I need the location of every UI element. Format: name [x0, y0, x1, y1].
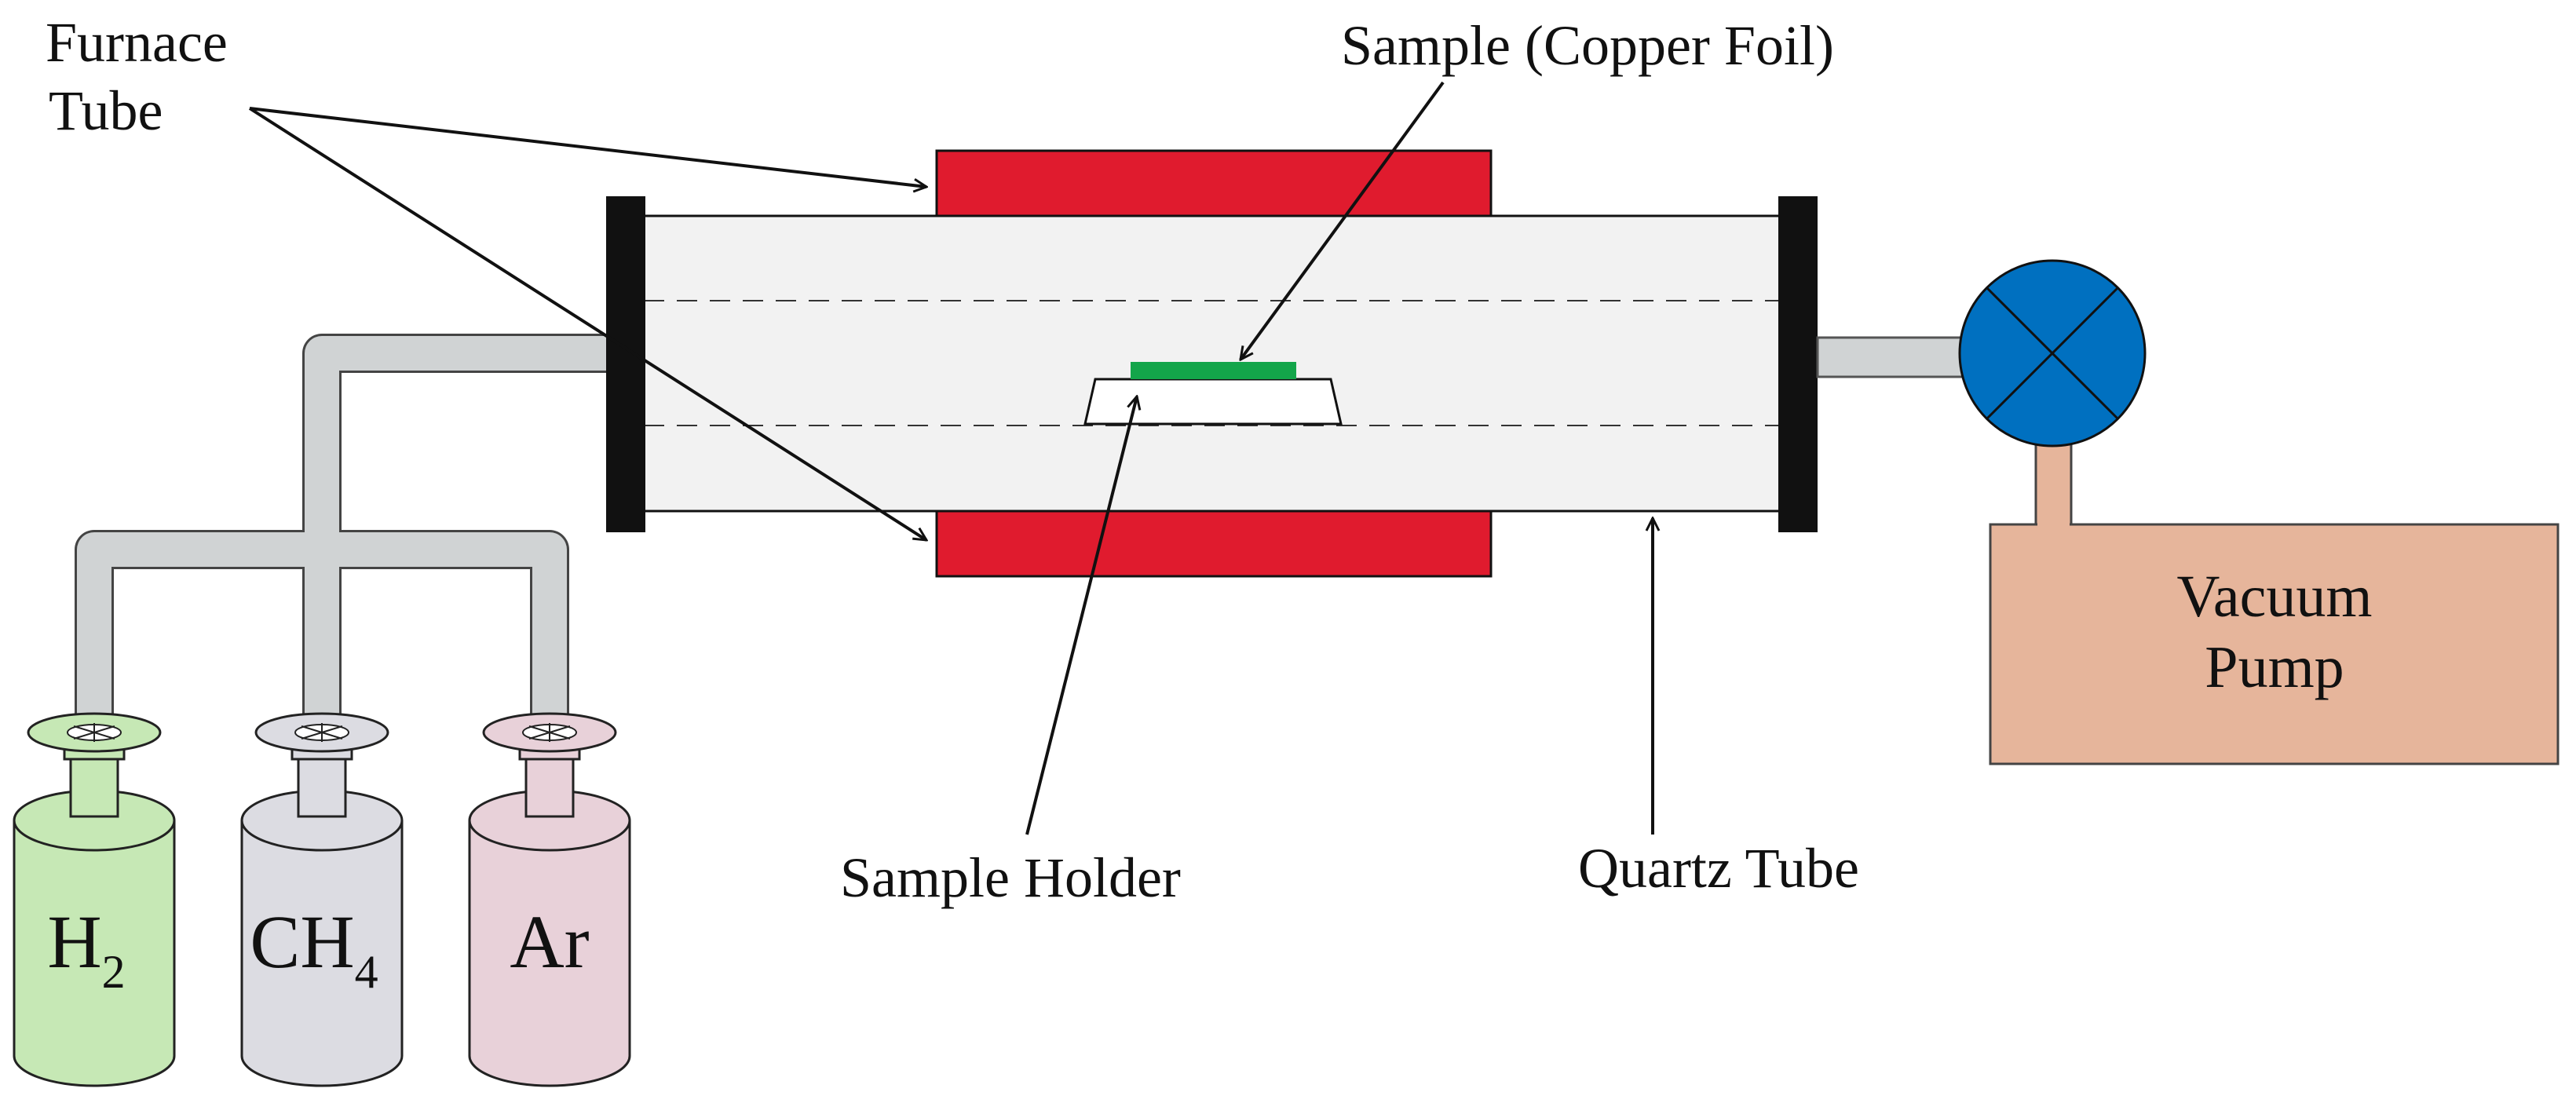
- gas-label: Ar: [510, 900, 589, 984]
- cylinder-fitting-star-icon: [528, 723, 571, 742]
- gas-symbol: CH: [250, 900, 354, 984]
- cylinder-top-edge: [13, 820, 176, 852]
- tube-end-cap-left: [606, 196, 645, 532]
- tube-end-cap-right: [1778, 196, 1818, 532]
- quartz-tube-label: Quartz Tube: [1578, 837, 1859, 900]
- furnace-tube-leader-top: [249, 107, 926, 187]
- cylinder-top-edge: [468, 820, 631, 852]
- gas-subscript: 2: [102, 946, 126, 998]
- cylinder-fitting-star-icon: [73, 723, 115, 742]
- sample-holder-leader: [1025, 396, 1137, 835]
- sample-label: Sample (Copper Foil): [1341, 14, 1834, 77]
- vacuum-pump-label-line1: Vacuum: [2176, 564, 2372, 630]
- sample-leader: [1240, 81, 1445, 360]
- furnace-heater-top: [935, 149, 1493, 220]
- furnace-tube-label-line1: Furnace: [46, 11, 228, 74]
- sample-holder: [1083, 378, 1343, 426]
- sample-holder-label: Sample Holder: [840, 846, 1181, 909]
- gas-symbol: Ar: [510, 900, 589, 984]
- furnace-tube-label-line2: Tube: [49, 79, 163, 142]
- gas-symbol: H: [47, 900, 101, 984]
- cylinder-body: [240, 789, 404, 1087]
- gas-label: H2: [47, 900, 125, 998]
- cylinder-body: [13, 789, 176, 1087]
- cylinder-fitting-star-icon: [301, 723, 343, 742]
- gas-cylinder: H2: [13, 712, 176, 1087]
- gas-label: CH4: [250, 900, 378, 998]
- cylinder-body: [468, 789, 631, 1087]
- cylinder-top-edge: [240, 820, 404, 852]
- gas-cylinder: Ar: [468, 712, 631, 1087]
- gas-cylinder: CH4: [240, 712, 404, 1087]
- gas-pipe-network: [75, 334, 620, 734]
- furnace-tube-leader-bottom: [248, 107, 926, 540]
- outlet-pipe: [1816, 336, 1976, 378]
- gas-subscript: 4: [355, 946, 378, 998]
- valve-icon: [1958, 259, 2147, 447]
- sample-copper-foil: [1131, 362, 1296, 379]
- vacuum-pump-label-line2: Pump: [2205, 634, 2344, 700]
- gas-pipe-fill: [77, 336, 620, 734]
- valve-cross-line: [1986, 287, 2119, 420]
- furnace-heater-bottom: [935, 507, 1493, 578]
- gas-cylinders: H2 CH4 Ar: [13, 712, 631, 1087]
- vacuum-pump: [1989, 523, 2560, 765]
